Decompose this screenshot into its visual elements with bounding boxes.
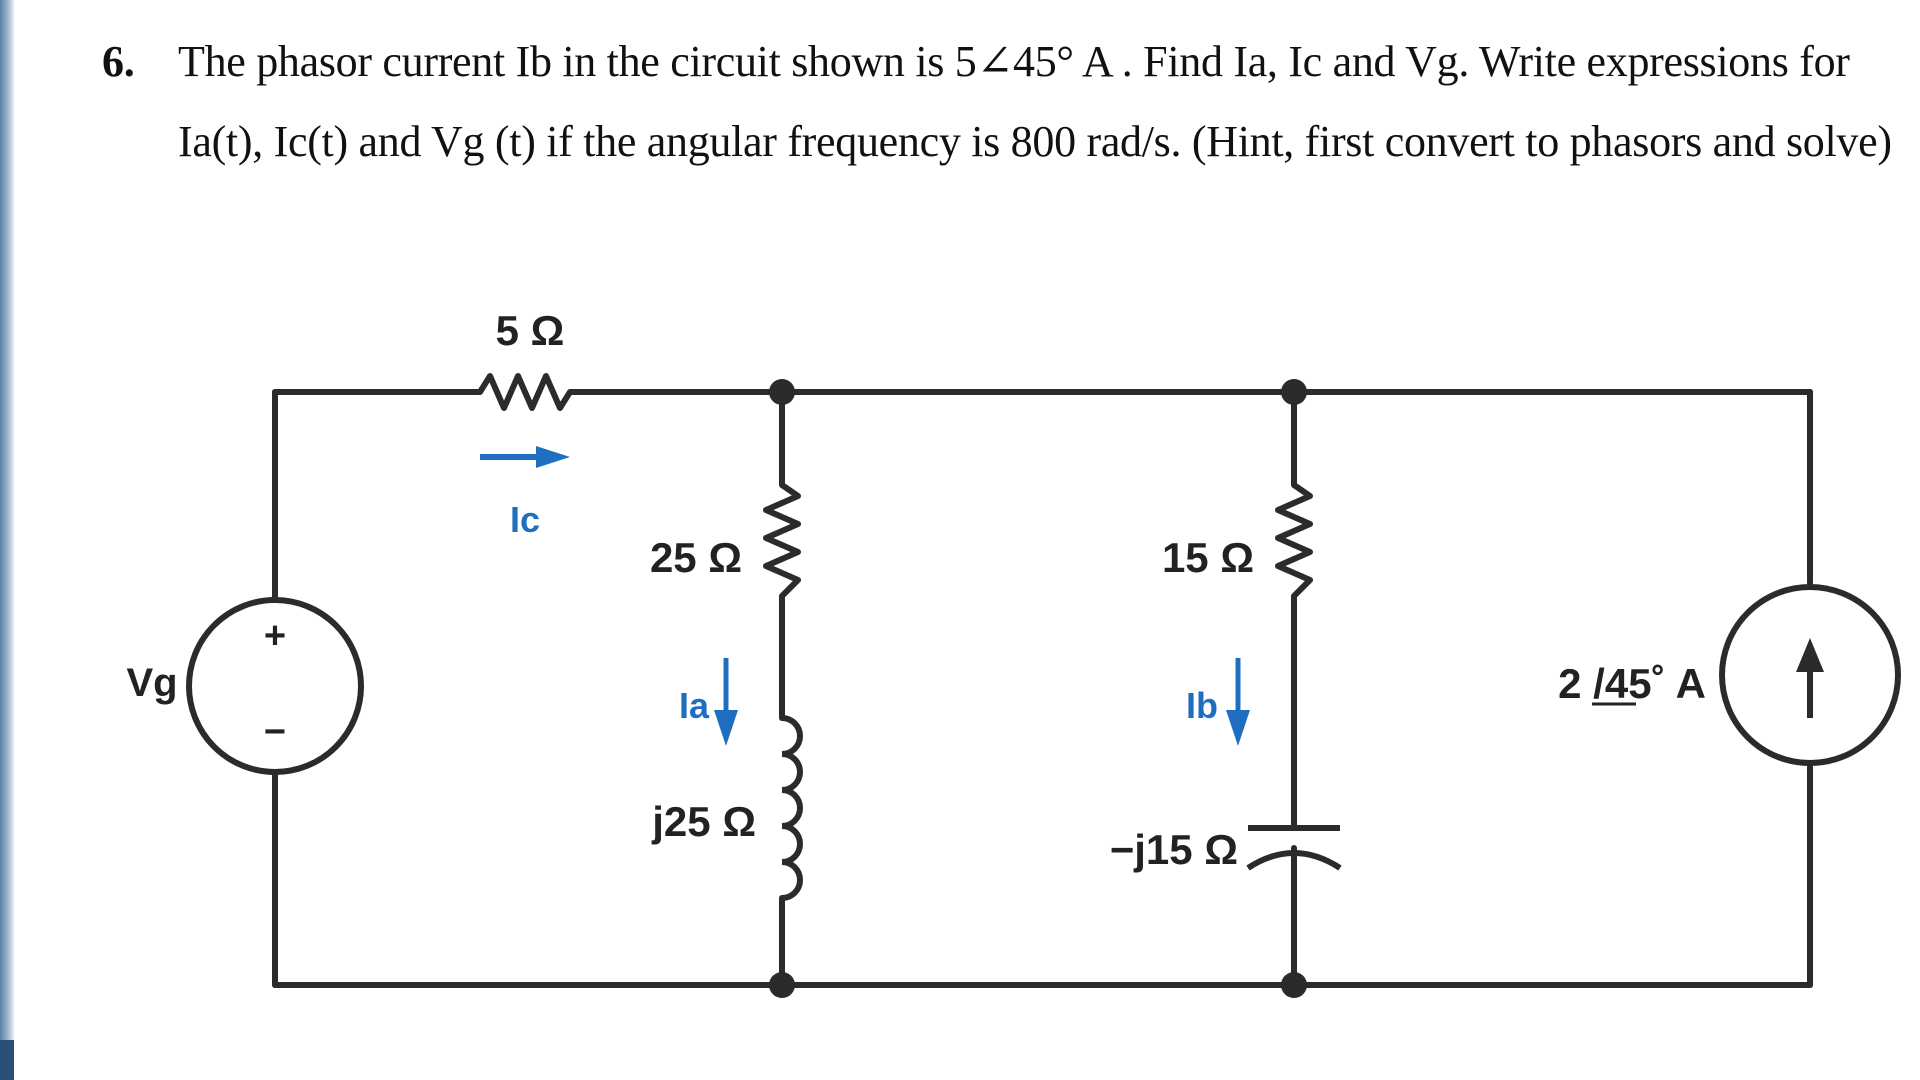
label-ib: Ib (1186, 685, 1218, 726)
label-15-ohm: 15 Ω (1162, 534, 1254, 581)
capacitor-plate-bottom (1246, 850, 1342, 871)
problem-line-1: 6. The phasor current Ib in the circuit s… (102, 22, 1902, 102)
label-ic: Ic (510, 499, 540, 540)
problem-text-1: The phasor current Ib in the circuit sho… (178, 37, 1850, 86)
vg-minus-sign: − (264, 711, 286, 753)
label-neg-j15-ohm: −j15 Ω (1110, 826, 1238, 873)
current-source-arrow-icon (1796, 638, 1824, 672)
voltage-source (186, 597, 364, 775)
problem-statement: 6. The phasor current Ib in the circuit s… (102, 22, 1902, 182)
window-left-edge-cap (0, 1040, 14, 1080)
ib-arrow-icon (1226, 710, 1250, 746)
resistor-5-ohm (477, 373, 578, 411)
node-bottom-a (769, 972, 795, 998)
vg-plus-sign: + (264, 615, 286, 657)
node-top-a (769, 379, 795, 405)
node-bottom-b (1281, 972, 1307, 998)
node-top-b (1281, 379, 1307, 405)
window-left-edge (0, 0, 14, 1080)
label-25-ohm: 25 Ω (650, 534, 742, 581)
label-ia: Ia (679, 685, 710, 726)
inductor-j25-ohm (781, 715, 803, 901)
label-5-ohm: 5 Ω (496, 307, 565, 354)
resistor-25-ohm (763, 482, 801, 599)
resistor-15-ohm (1275, 482, 1313, 599)
ic-arrow-icon (536, 446, 570, 468)
label-vg: Vg (126, 661, 177, 705)
problem-line-2: Ia(t), Ic(t) and Vg (t) if the angular f… (102, 102, 1902, 182)
ia-arrow-icon (714, 710, 738, 746)
problem-text-2: Ia(t), Ic(t) and Vg (t) if the angular f… (178, 117, 1892, 166)
label-current-source: 2 /45˚ A (1558, 660, 1706, 707)
label-j25-ohm: j25 Ω (651, 798, 756, 845)
problem-number: 6. (102, 37, 135, 86)
